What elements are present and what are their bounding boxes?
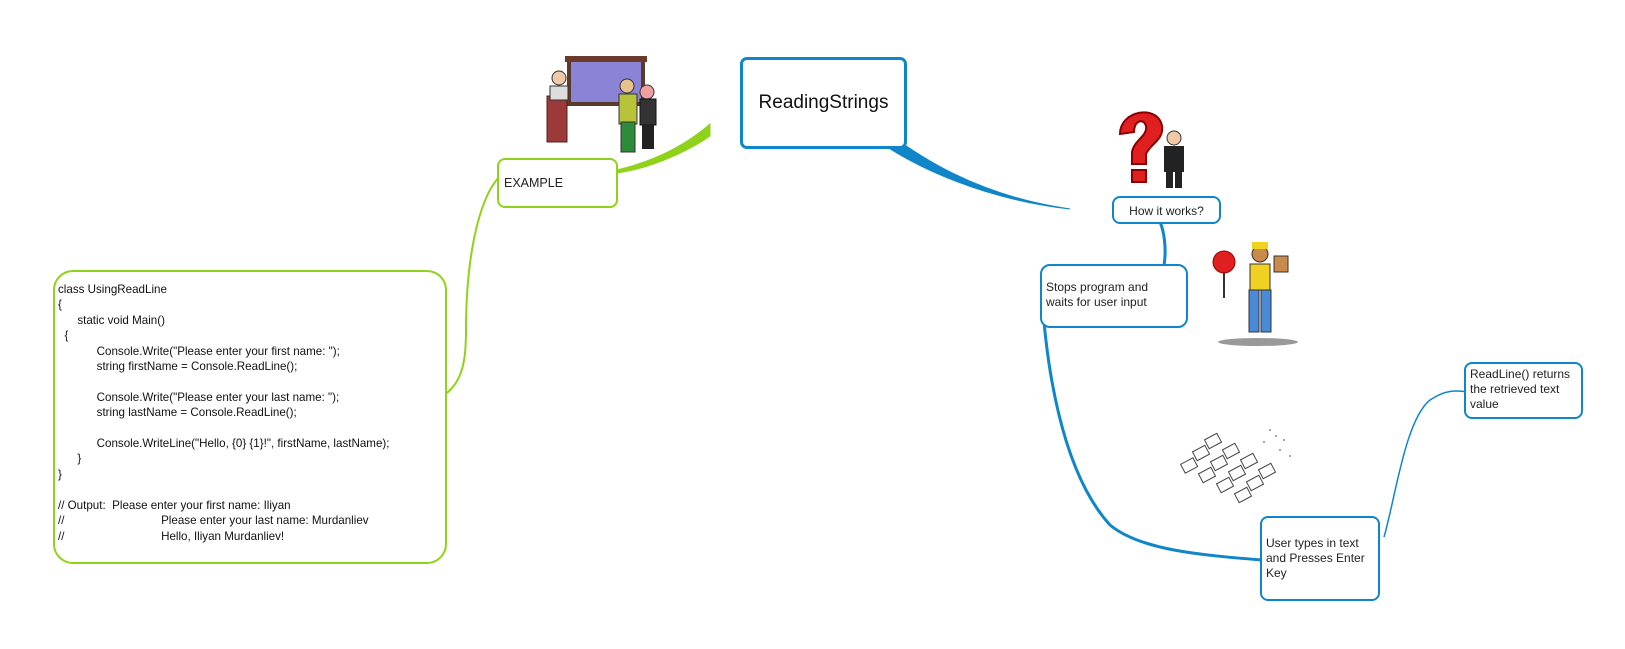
question-mark-man-icon xyxy=(1118,111,1184,188)
link-usertypes-readline xyxy=(1383,390,1469,538)
example-topic-label: EXAMPLE xyxy=(504,176,564,190)
how-it-works-label: How it works? xyxy=(1129,204,1204,218)
how-it-works-topic[interactable]: How it works? xyxy=(1112,196,1221,224)
link-central-howitworks xyxy=(865,114,1071,210)
presentation-people-icon xyxy=(546,56,657,153)
readline-returns-topic[interactable]: ReadLine() returns the retrieved text va… xyxy=(1464,362,1583,419)
user-types-topic[interactable]: User types in text and Presses Enter Key xyxy=(1260,516,1380,601)
user-types-label: User types in text and Presses Enter Key xyxy=(1266,536,1365,580)
code-example-text: class UsingReadLine { static void Main()… xyxy=(58,283,390,543)
readline-returns-label: ReadLine() returns the retrieved text va… xyxy=(1470,367,1571,411)
stop-sign-person-icon xyxy=(1212,242,1298,346)
example-topic[interactable]: EXAMPLE xyxy=(497,158,618,208)
stops-program-label: Stops program and waits for user input xyxy=(1046,280,1149,309)
code-example-topic[interactable]: class UsingReadLine { static void Main()… xyxy=(53,270,447,564)
central-topic-label: ReadingStrings xyxy=(758,92,889,113)
keyboard-icon xyxy=(1180,429,1291,504)
central-topic[interactable]: ReadingStrings xyxy=(740,57,907,149)
link-stops-usertypes xyxy=(1040,295,1263,562)
stops-program-topic[interactable]: Stops program and waits for user input xyxy=(1040,264,1188,328)
link-example-code xyxy=(429,176,500,404)
